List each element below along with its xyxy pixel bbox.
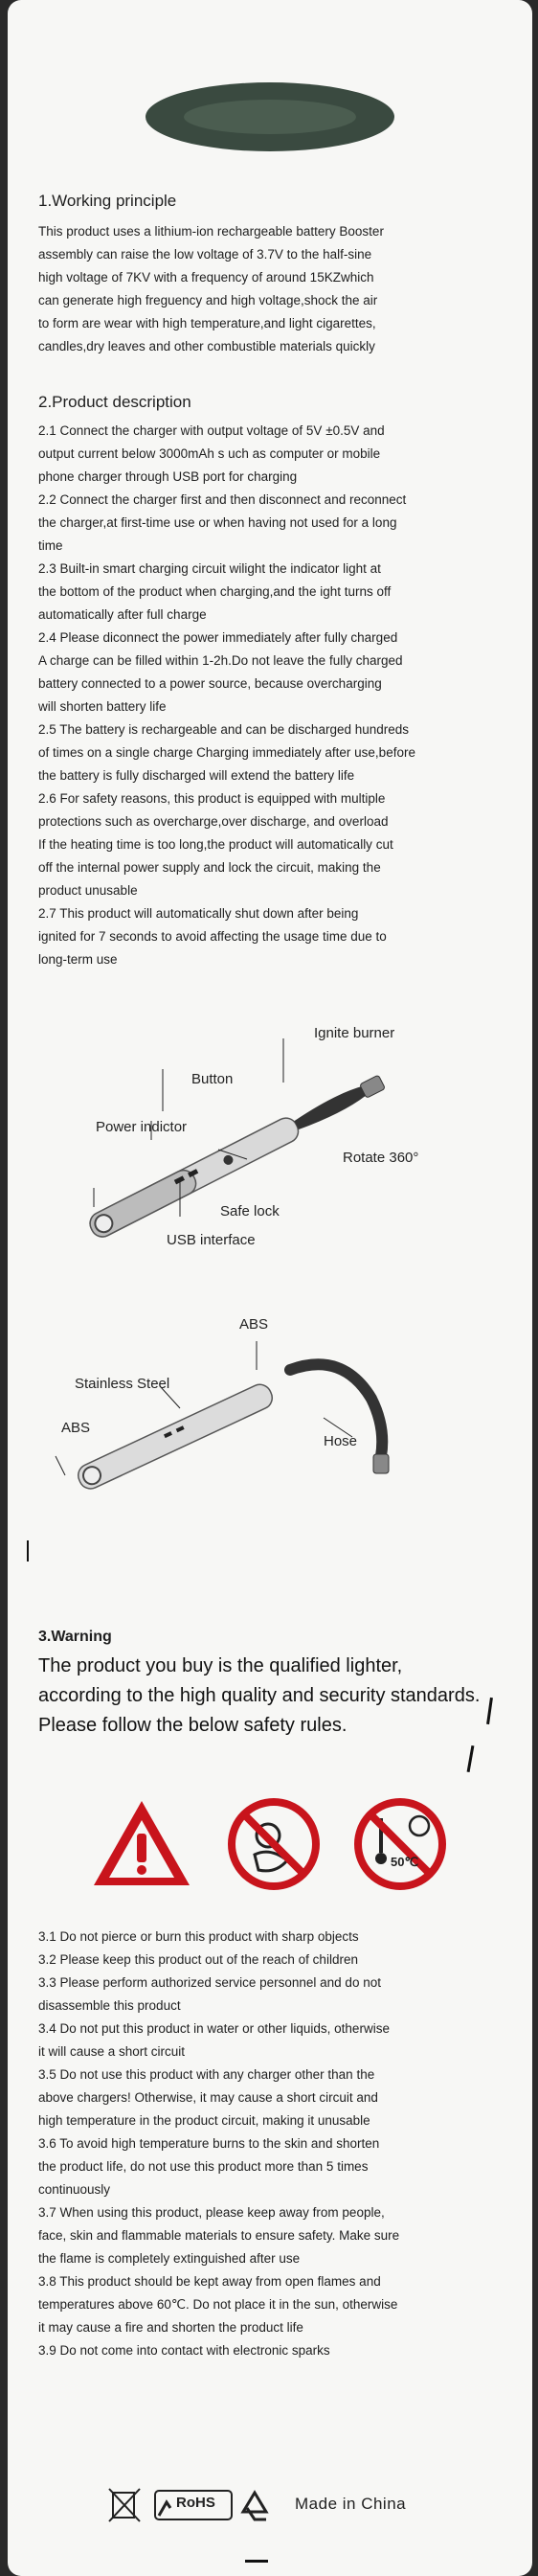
text-line: high voltage of 7KV with a frequency of … — [38, 270, 374, 285]
rule-line: face, skin and flammable materials to en… — [38, 2228, 400, 2243]
text-line: will shorten battery life — [38, 699, 167, 714]
text-line: ignited for 7 seconds to avoid affecting… — [38, 929, 387, 944]
rohs-text: RoHS — [176, 2495, 215, 2511]
text-line: output current below 3000mAh s uch as co… — [38, 446, 381, 461]
rule-line: 3.8 This product should be kept away fro… — [38, 2274, 381, 2289]
label-abs-left: ABS — [61, 1420, 91, 1436]
label-safe-lock: Safe lock — [220, 1203, 280, 1220]
rule-line: disassemble this product — [38, 1998, 181, 2013]
text-line: 2.4 Please diconnect the power immediate… — [38, 630, 398, 645]
text-line: A charge can be filled within 1-2h.Do no… — [38, 653, 403, 668]
rule-line: 3.4 Do not put this product in water or … — [38, 2021, 390, 2036]
recycle-icon — [240, 2490, 269, 2521]
text-line: 2.6 For safety reasons, this product is … — [38, 791, 386, 806]
section-heading: 1.Working principle — [38, 192, 177, 210]
made-in-china: Made in China — [295, 2495, 407, 2513]
text-line: off the internal power supply and lock t… — [38, 860, 381, 875]
rule-line: 3.2 Please keep this product out of the … — [38, 1952, 358, 1967]
label-power-indicator: Power indictor — [96, 1119, 188, 1135]
text-line: If the heating time is too long,the prod… — [38, 837, 393, 852]
text-line: 2.1 Connect the charger with output volt… — [38, 423, 385, 438]
rule-line: 3.5 Do not use this product with any cha… — [38, 2067, 375, 2082]
text-line: to form are wear with high temperature,a… — [38, 316, 376, 331]
section-warning: 3.Warning The product you buy is the qua… — [38, 1629, 517, 1741]
warning-intro-line: Please follow the below safety rules. — [38, 1715, 347, 1736]
text-line: long-term use — [38, 952, 118, 967]
label-ignite-burner: Ignite burner — [314, 1025, 395, 1041]
no-high-temperature-icon — [354, 1798, 446, 1890]
rule-line: 3.1 Do not pierce or burn this product w… — [38, 1929, 359, 1944]
rule-line: 3.3 Please perform authorized service pe… — [38, 1975, 381, 1990]
text-line: 2.5 The battery is rechargeable and can … — [38, 722, 410, 737]
text-line: the charger,at first-time use or when ha… — [38, 515, 397, 530]
label-hose: Hose — [324, 1433, 358, 1449]
warning-triangle-icon — [94, 1801, 190, 1885]
rule-line: temperatures above 60℃. Do not place it … — [38, 2297, 398, 2312]
text-line: assembly can raise the low voltage of 3.… — [38, 247, 372, 262]
text-line: protections such as overcharge,over disc… — [38, 814, 389, 829]
text-line: battery connected to a power source, bec… — [38, 676, 382, 691]
section-working-principle: 1.Working principle This product uses a … — [38, 192, 517, 358]
text-line: automatically after full charge — [38, 607, 207, 622]
temp-badge: 50℃ — [391, 1855, 419, 1869]
lighter-illustration — [89, 1038, 385, 1238]
text-line: of times on a single charge Charging imm… — [38, 745, 415, 760]
section-heading: 2.Product description — [38, 393, 191, 411]
text-line: the bottom of the product when charging,… — [38, 584, 392, 599]
weee-bin-icon — [108, 2488, 141, 2522]
warning-rules: 3.1 Do not pierce or burn this product w… — [38, 1926, 517, 2362]
rule-line: continuously — [38, 2182, 111, 2197]
hang-hole — [146, 82, 394, 151]
rule-line: high temperature in the product circuit,… — [38, 2113, 370, 2128]
text-line: 2.3 Built-in smart charging circuit wili… — [38, 561, 381, 576]
label-button: Button — [191, 1071, 234, 1087]
lighter-diagram-materials: ABS Stainless Steel ABS Hose — [36, 1312, 505, 1504]
label-stainless-steel: Stainless Steel — [75, 1376, 170, 1392]
label-rotate: Rotate 360° — [343, 1150, 419, 1166]
print-mark — [27, 1540, 29, 1562]
rule-line: 3.7 When using this product, please keep… — [38, 2205, 385, 2220]
certification-footer: RoHS Made in China — [103, 2481, 467, 2529]
text-line: candles,dry leaves and other combustible… — [38, 339, 375, 353]
text-line: time — [38, 538, 63, 553]
rule-line: 3.9 Do not come into contact with electr… — [38, 2343, 330, 2358]
rule-line: the flame is completely extinguished aft… — [38, 2251, 301, 2266]
warning-intro-line: according to the high quality and securi… — [38, 1685, 481, 1706]
packaging-card: 1.Working principle This product uses a … — [8, 0, 532, 2576]
no-children-icon — [228, 1798, 320, 1890]
text-line: phone charger through USB port for charg… — [38, 469, 298, 484]
text-line: 2.7 This product will automatically shut… — [38, 906, 359, 921]
label-usb-interface: USB interface — [167, 1232, 256, 1248]
rule-line: the product life, do not use this produc… — [38, 2159, 369, 2174]
lighter-materials-illustration — [55, 1341, 390, 1490]
print-mark — [245, 2560, 268, 2563]
warning-intro-line: The product you buy is the qualified lig… — [38, 1655, 403, 1676]
warning-icons: 50℃ — [94, 1791, 458, 1897]
rohs-icon — [154, 2490, 233, 2520]
print-mark — [466, 1744, 475, 1773]
text-line: can generate high freguency and high vol… — [38, 293, 378, 308]
rule-line: it may cause a fire and shorten the prod… — [38, 2320, 303, 2335]
text-line: 2.2 Connect the charger first and then d… — [38, 492, 407, 507]
rule-line: 3.6 To avoid high temperature burns to t… — [38, 2136, 380, 2151]
rule-line: above chargers! Otherwise, it may cause … — [38, 2090, 378, 2105]
text-line: the battery is fully discharged will ext… — [38, 768, 355, 783]
lighter-diagram-features: Ignite burner Button Power indictor Rota… — [36, 1015, 505, 1322]
section-heading: 3.Warning — [38, 1629, 112, 1645]
rule-line: it will cause a short circuit — [38, 2044, 186, 2059]
text-line: This product uses a lithium-ion recharge… — [38, 224, 384, 239]
text-line: product unusable — [38, 883, 138, 898]
section-product-description: 2.Product description 2.1 Connect the ch… — [38, 393, 517, 971]
label-abs-top: ABS — [239, 1316, 269, 1333]
